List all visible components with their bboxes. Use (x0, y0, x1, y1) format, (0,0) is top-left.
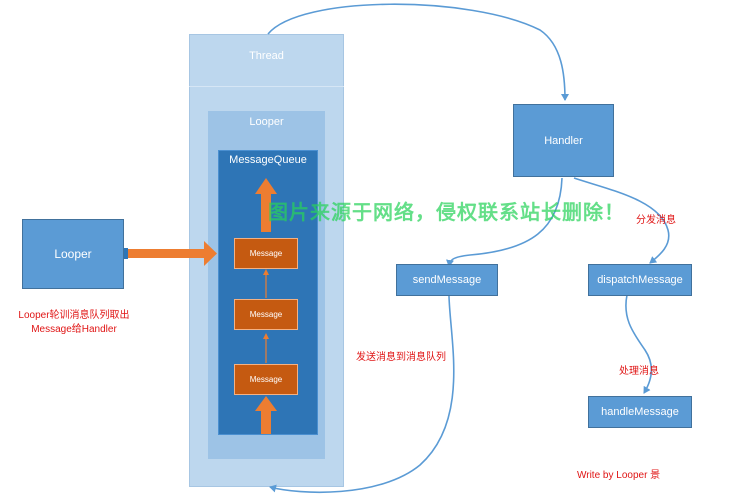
handler-to-dispatch-connector (573, 177, 670, 264)
looper-box: Looper (22, 219, 124, 289)
message-item: Message (234, 299, 298, 330)
message-queue-title: MessageQueue (229, 154, 307, 166)
watermark-text: 图片来源于网络，侵权联系站长删除！ (268, 202, 625, 224)
thread-divider (189, 86, 344, 87)
sendmessage-to-queue-connector (269, 295, 455, 494)
looper-caption: Looper轮训消息队列取出 Message给Handler (8, 309, 140, 337)
looper-to-queue-arrow-line (124, 248, 128, 259)
dispatch-annotation: 分发消息 (636, 215, 676, 226)
queue-exit-arrow-head (255, 178, 277, 194)
handle-annotation: 处理消息 (619, 366, 659, 377)
queue-enter-arrow-head (255, 396, 277, 411)
send-annotation: 发送消息到消息队列 (356, 352, 446, 363)
message-item: Message (234, 238, 298, 269)
looper-caption-line2: Message给Handler (31, 324, 117, 335)
send-message-box: sendMessage (396, 264, 498, 296)
handler-to-sendmessage-connector (446, 177, 563, 267)
dispatch-message-box: dispatchMessage (588, 264, 692, 296)
dispatch-to-handle-connector (625, 294, 653, 394)
queue-exit-arrow-shaft (261, 194, 271, 232)
handler-box: Handler (513, 104, 614, 177)
thread-title: Thread (249, 50, 284, 62)
author-credit: Write by Looper 景 (577, 470, 661, 481)
looper-container-title: Looper (249, 116, 284, 128)
handle-message-box: handleMessage (588, 396, 692, 428)
thread-to-handler-connector (267, 3, 569, 101)
looper-to-queue-arrow-shaft (124, 249, 204, 258)
message-item: Message (234, 364, 298, 395)
looper-caption-line1: Looper轮训消息队列取出 (18, 310, 130, 321)
queue-enter-arrow-shaft (261, 409, 271, 434)
looper-to-queue-arrow-head (204, 241, 217, 266)
